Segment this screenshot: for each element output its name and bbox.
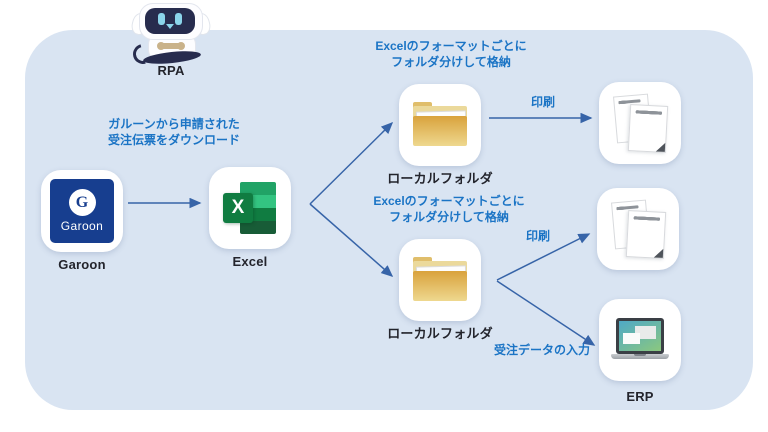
- garoon-label: Garoon: [58, 257, 106, 272]
- folder-icon: [411, 102, 469, 148]
- laptop-icon: [611, 318, 669, 362]
- documents-top-card: [599, 82, 681, 164]
- documents-icon: [610, 199, 667, 259]
- note-store-bottom-line2: フォルダ分けして格納: [389, 210, 509, 224]
- excel-card: X: [209, 167, 291, 249]
- note-download: ガルーンから申請された 受注伝票をダウンロード: [98, 116, 250, 148]
- garoon-icon-wordmark: Garoon: [60, 219, 104, 233]
- robot-bone-bowtie: [162, 43, 180, 49]
- robot-eye-left: [158, 13, 165, 25]
- note-store-top: Excelのフォーマットごとに フォルダ分けして格納: [368, 38, 534, 70]
- page-fold-corner: [655, 142, 666, 152]
- robot-face-screen: [145, 8, 195, 34]
- note-store-top-line1: Excelのフォーマットごとに: [375, 39, 527, 53]
- note-erp-input: 受注データの入力: [493, 343, 590, 357]
- garoon-icon: G Garoon: [50, 179, 114, 243]
- robot-bone-bowtie: [177, 42, 185, 50]
- laptop-window-back: [635, 326, 656, 339]
- excel-x-badge: X: [223, 193, 253, 223]
- note-store-bottom-line1: Excelのフォーマットごとに: [373, 194, 525, 208]
- note-print-top: 印刷: [530, 95, 555, 109]
- folder-bottom-label: ローカルフォルダ: [387, 326, 493, 341]
- folder-icon: [411, 257, 469, 303]
- note-download-line2: 受注伝票をダウンロード: [107, 133, 240, 147]
- excel-icon: X: [223, 181, 277, 235]
- robot-eye-right: [175, 13, 182, 25]
- erp-card: [599, 299, 681, 381]
- erp-label: ERP: [626, 389, 654, 404]
- documents-icon: [612, 93, 669, 153]
- note-store-bottom: Excelのフォーマットごとに フォルダ分けして格納: [366, 193, 532, 225]
- documents-bottom-card: [597, 188, 679, 270]
- folder-top-card: [399, 84, 481, 166]
- garoon-card: G Garoon: [41, 170, 123, 252]
- page-fold-corner: [653, 248, 664, 258]
- folder-top-label: ローカルフォルダ: [387, 171, 493, 186]
- note-store-top-line2: フォルダ分けして格納: [391, 55, 511, 69]
- garoon-g-badge: G: [68, 189, 96, 216]
- excel-label: Excel: [232, 254, 268, 269]
- robot-nose: [166, 24, 174, 29]
- robot-bone-bowtie: [157, 42, 165, 50]
- rpa-robot-icon: [129, 1, 213, 68]
- laptop-window-front: [623, 333, 640, 344]
- folder-bottom-card: [399, 239, 481, 321]
- note-print-bottom: 印刷: [525, 229, 550, 243]
- rpa-label: RPA: [157, 63, 185, 78]
- note-download-line1: ガルーンから申請された: [108, 117, 240, 131]
